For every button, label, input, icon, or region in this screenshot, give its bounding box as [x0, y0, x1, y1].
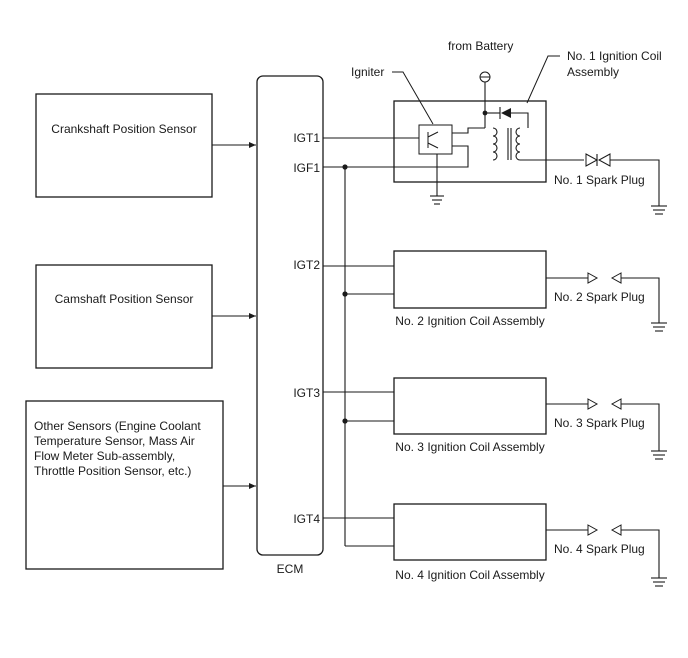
plug1-label: No. 1 Spark Plug [554, 173, 645, 187]
secondary-winding-icon [515, 127, 521, 161]
coil4-assembly-box [393, 503, 547, 561]
plug3-electrode-right [610, 398, 622, 410]
igniter-leader [392, 71, 434, 125]
plug4-label: No. 4 Spark Plug [554, 542, 645, 556]
other-sensors-line-1: Other Sensors (Engine Coolant [34, 419, 201, 433]
plug2-label: No. 2 Spark Plug [554, 290, 645, 304]
diode-lead-right [511, 112, 529, 128]
coil2-label: No. 2 Ignition Coil Assembly [395, 314, 544, 328]
plug3-electrode-left [587, 398, 599, 410]
crankshaft-sensor-box [35, 93, 213, 198]
crankshaft-sensor-label: Crankshaft Position Sensor [51, 122, 196, 136]
plug4-ground-line [621, 529, 660, 578]
plug3-label: No. 3 Spark Plug [554, 416, 645, 430]
primary-winding-icon [492, 127, 498, 161]
camshaft-sensor-box [35, 264, 213, 369]
transistor-emitter [427, 142, 439, 149]
coil1-title-leader [526, 55, 560, 104]
coil4-label: No. 4 Ignition Coil Assembly [395, 568, 544, 582]
plug4-electrode-right [610, 524, 622, 536]
igf-inner-line [394, 145, 469, 168]
coil1-title-line2: Assembly [567, 65, 619, 79]
igt3-terminal-label: IGT3 [293, 386, 320, 400]
from-battery-label: from Battery [448, 39, 513, 53]
plug1-ground-line [610, 159, 660, 206]
ecm-label: ECM [277, 562, 304, 576]
igniter-label: Igniter [351, 65, 384, 79]
ecm-box [256, 75, 324, 556]
camshaft-sensor-label: Camshaft Position Sensor [55, 292, 194, 306]
plug1-electrode-left [585, 153, 599, 167]
plug2-electrode-right [610, 272, 622, 284]
igf1-terminal-label: IGF1 [293, 161, 320, 175]
coil3-label: No. 3 Ignition Coil Assembly [395, 440, 544, 454]
igniter-to-coil-line [452, 127, 485, 134]
plug1-electrode-right [597, 153, 611, 167]
igt4-terminal-label: IGT4 [293, 512, 320, 526]
igf-junction-1 [342, 164, 348, 170]
igt2-terminal-label: IGT2 [293, 258, 320, 272]
igf-junction-3 [342, 418, 348, 424]
coil3-assembly-box [393, 377, 547, 435]
transistor-collector [427, 131, 439, 138]
other-sensors-line-4: Throttle Position Sensor, etc.) [34, 464, 191, 478]
igf-junction-2 [342, 291, 348, 297]
coil2-assembly-box [393, 250, 547, 309]
other-sensors-box [25, 400, 224, 570]
plug4-electrode-left [587, 524, 599, 536]
plug3-ground-line [621, 403, 660, 451]
plug2-ground-line [621, 277, 660, 323]
diode-icon [501, 108, 511, 118]
igniter-block [418, 124, 453, 155]
other-sensors-line-2: Temperature Sensor, Mass Air [34, 434, 195, 448]
coil1-title-line1: No. 1 Ignition Coil [567, 49, 662, 63]
other-sensors-line-3: Flow Meter Sub-assembly, [34, 449, 175, 463]
plug2-electrode-left [587, 272, 599, 284]
igt1-terminal-label: IGT1 [293, 131, 320, 145]
